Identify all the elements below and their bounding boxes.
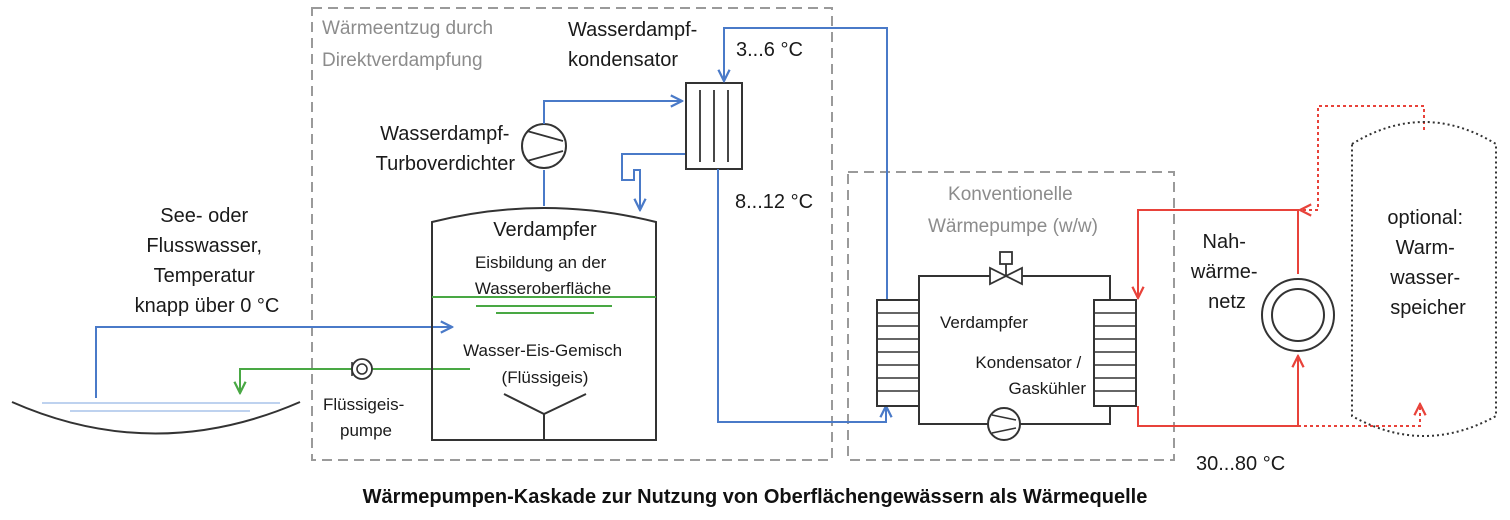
water-ice-mixture-label: Wasser-Eis-Gemisch (Flüssigeis): [463, 341, 627, 387]
compressed-vapor-line: [543, 101, 682, 124]
heatpump-compressor-icon: [987, 407, 1021, 441]
direct-evaporation-boundary: [311, 7, 833, 461]
intermediate-loop-return: [717, 169, 886, 423]
hot-water-storage: [1351, 121, 1497, 437]
storage-return-line: [1298, 404, 1420, 427]
refrigerant-circuit: [918, 275, 1111, 425]
compressor-label: Wasserdampf- Turboverdichter: [376, 123, 516, 175]
lake: [11, 401, 301, 435]
slurry-pump-label: Flüssigeis- pumpe: [323, 395, 409, 440]
condenser-inlet-temp: 3...6 °C: [736, 39, 803, 61]
conventional-heatpump-label: Konventionelle Wärmepumpe (w/w): [928, 184, 1098, 237]
intermediate-loop-supply: [724, 27, 888, 300]
circulation-pump-icon: [1261, 278, 1335, 352]
heatpump-condenser: [1093, 299, 1137, 407]
network-temp: 30...80 °C: [1196, 453, 1285, 475]
ice-formation-label: Eisbildung an der Wasseroberfläche: [475, 253, 611, 298]
heat-network-label: Nah- wärme- netz: [1190, 231, 1263, 313]
storage-label: optional: Warm- wasser- speicher: [1387, 207, 1468, 319]
slurry-ice-line: [240, 368, 470, 393]
slurry-pump-icon: [351, 358, 373, 380]
lake-intake-line: [95, 327, 452, 398]
agitator: [503, 393, 587, 440]
heatpump-evaporator: [876, 299, 920, 407]
network-return-line: [1137, 356, 1298, 427]
network-supply-line: [1138, 209, 1299, 298]
expansion-valve-icon: [989, 251, 1023, 286]
evaporator-title: Verdampfer: [493, 219, 597, 241]
water-surface: [432, 296, 656, 314]
direct-evaporation-label: Wärmeentzug durch Direktverdampfung: [322, 18, 498, 71]
evaporator-vessel: [431, 207, 657, 441]
conventional-heatpump-boundary: [847, 171, 1175, 461]
condenser-label: Wasserdampf- kondensator: [568, 19, 703, 71]
condensate-return-line: [621, 153, 687, 210]
turbo-compressor-icon: [521, 123, 567, 169]
source-water-label: See- oder Flusswasser, Temperatur knapp …: [135, 205, 280, 317]
diagram-caption: Wärmepumpen-Kaskade zur Nutzung von Ober…: [363, 486, 1148, 508]
storage-supply-line: [1300, 105, 1425, 210]
hp-condenser-label: Kondensator / Gaskühler: [975, 353, 1086, 398]
condenser-outlet-temp: 8...12 °C: [735, 191, 813, 213]
hp-evaporator-label: Verdampfer: [940, 313, 1028, 332]
water-vapor-condenser: [685, 82, 743, 170]
